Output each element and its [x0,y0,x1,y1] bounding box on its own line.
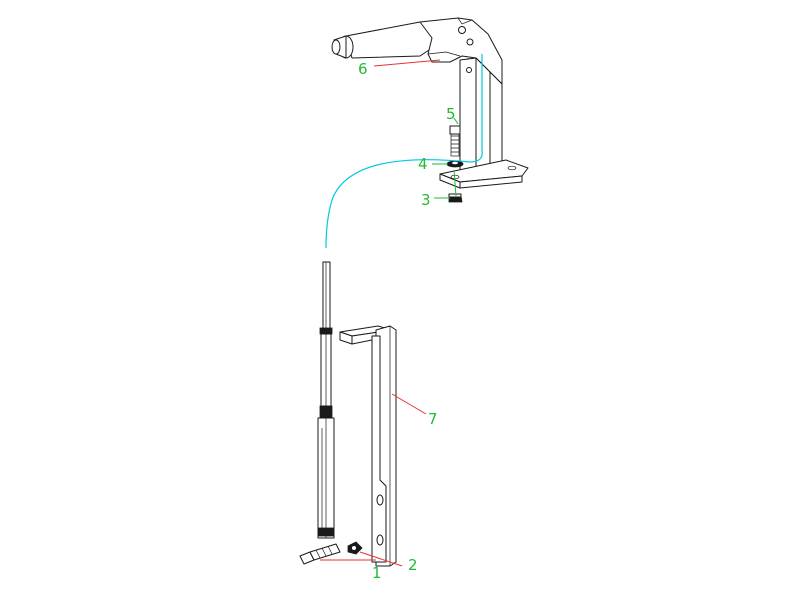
callout-1: 1 [372,564,382,582]
callout-7: 7 [428,410,438,428]
callout-2: 2 [408,556,418,574]
cable-assembly [317,261,335,539]
callout-5: 5 [446,105,456,123]
mounting-bracket-7 [339,325,397,567]
bolt-5 [449,125,461,157]
callout-3: 3 [421,191,431,209]
callout-6: 6 [358,60,368,78]
bolt-1 [299,543,341,565]
washer-4 [446,160,464,168]
callout-4: 4 [418,155,428,173]
nut-3 [448,193,463,203]
nut-2 [347,541,363,555]
control-cable [325,54,483,249]
leader-lines [320,59,459,567]
lever-assembly [331,17,529,189]
